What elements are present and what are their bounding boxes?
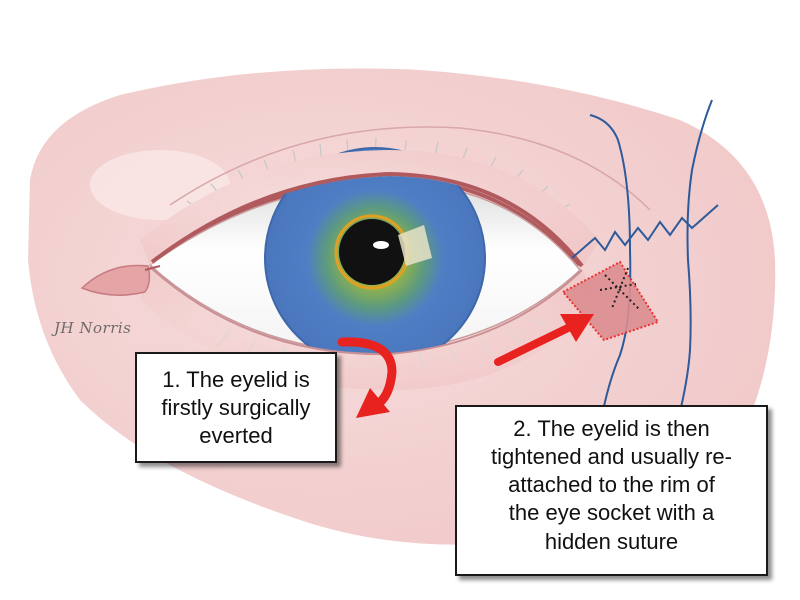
callout-step-1: 1. The eyelid is firstly surgically ever… [135,352,337,463]
upper-lid-edge [150,171,584,268]
tightening-arrowhead [560,314,594,342]
pupil-glint [373,241,389,249]
callout-1-line: firstly surgically [161,395,311,421]
lid-crease [169,126,651,211]
callout-2-line: 2. The eyelid is then [513,416,710,441]
upper-lid-cover [140,150,600,268]
canthal-tendon-zigzag [571,204,719,259]
pupil [339,219,405,285]
tightening-arrow [494,322,576,366]
eversion-arrowhead [356,388,390,418]
callout-2-line: the eye socket with a [508,500,715,526]
callout-1-line: 1. The eyelid is [162,367,310,392]
callout-2-line: attached to the rim of [508,472,715,498]
tightened-lid-wedge [561,260,660,342]
eversion-arrow [337,337,397,409]
author-signature: JH Norris [54,319,132,337]
caruncle [80,264,151,296]
hidden-suture [599,267,641,311]
corneal-reflection [398,225,432,266]
callout-step-2: 2. The eyelid is then tightened and usua… [455,405,768,576]
callout-1-line: everted [199,423,273,449]
upper-lid-margin [155,170,585,266]
callout-2-line: hidden suture [544,528,679,554]
callout-2-line: tightened and usually re- [491,444,732,470]
inner-canthus [144,265,161,271]
